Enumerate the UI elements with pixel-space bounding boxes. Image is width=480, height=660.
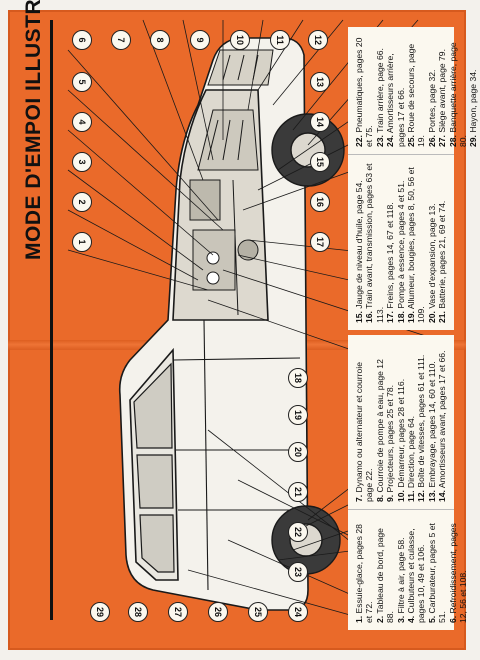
callout-12: 12 [308,30,328,50]
legend-item: 14. Amortisseurs avant, pages 17 et 66. [437,350,448,502]
callout-1: 1 [72,232,92,252]
rear-window [139,514,175,573]
callout-22: 22 [288,522,308,542]
legend-item: 18. Pompe à essence, pages 4 et 51. [395,180,406,323]
side-window-rear [136,454,174,509]
callout-4: 4 [72,112,92,132]
callout-7: 7 [111,30,131,50]
legend-item: 28. Banquette arrière, page 80. [447,42,469,147]
callout-10: 10 [230,30,250,50]
legend-item: 2. Tableau de bord, page 88. [374,528,396,623]
legend-column-1: 1. Essuie-glace, pages 28 et 72. 2. Tabl… [348,510,468,630]
callout-11: 11 [270,30,290,50]
legend-item: 1. Essuie-glace, pages 28 et 72. [354,524,375,623]
legend-item: 21. Batterie, pages 21, 69 et 74. [437,200,448,323]
legend-item: 13. Embrayage, pages 14, 60 et 110. [426,361,437,502]
legend-item: 23. Train arrière, page 66. [374,48,385,147]
legend-item: 9. Projecteurs, pages 25 et 78. [385,384,396,502]
legend-item: 17. Freins, pages 14, 67 et 118. [385,202,396,323]
rotated-content: MODE D'EMPOI ILLUSTRÉ [8,0,478,650]
callout-6: 6 [72,30,92,50]
callout-29: 29 [90,602,110,622]
legend-item: 29. Hayon, page 34. [468,69,479,147]
callout-15: 15 [310,152,330,172]
legend-item: 26. Portes, page 32. [426,69,437,147]
callout-21: 21 [288,482,308,502]
legend-item: 20. Vase d'expansion, page 13. [426,203,437,323]
legend-item: 7. Dynamo ou alternateur et courroie pag… [354,362,375,502]
legend-item: 3. Filtre à air, page 58. [395,537,406,623]
legend-column-2: 7. Dynamo ou alternateur et courroie pag… [348,335,454,510]
callout-13: 13 [310,72,330,92]
legend-item: 22. Pneumatiques, pages 20 et 75. [354,37,375,147]
legend-item: 16. Train avant, transmission, pages 63 … [364,163,385,323]
callout-26: 26 [208,602,228,622]
callout-5: 5 [72,72,92,92]
callout-17: 17 [310,232,330,252]
legend-item: 27. Siège avant, page 79. [437,49,448,147]
callout-23: 23 [288,562,308,582]
callout-3: 3 [72,152,92,172]
callout-16: 16 [310,192,330,212]
callout-28: 28 [128,602,148,622]
legend-item: 19. Allumeur, bougies, pages 8, 50, 56 e… [406,167,427,323]
callout-9: 9 [190,30,210,50]
legend-item: 24. Amortisseurs arrière, pages 17 et 66… [385,53,406,147]
callout-27: 27 [168,602,188,622]
callout-18: 18 [288,368,308,388]
legend-column-3: 15. Jauge de niveau d'huile, page 54. 16… [348,155,454,330]
orange-brochure-spread: MODE D'EMPOI ILLUSTRÉ [8,0,478,650]
legend-item: 8. Courroie de pompe à eau, page 12 [374,359,385,502]
callout-25: 25 [248,602,268,622]
legend-item: 25. Roue de secours, page 19. [406,43,427,147]
legend-item: 15. Jauge de niveau d'huile, page 54. [354,180,364,323]
side-window-front [133,362,173,449]
legend-item: 6. Refroidissement, pages 12, 56 et 108. [447,523,469,623]
callout-8: 8 [150,30,170,50]
legend-item: 12. Boîte de vitesses, pages 61 et 111. [416,354,427,502]
callout-14: 14 [310,112,330,132]
legend-item: 5. Carburateur, pages 5 et 51. [426,523,448,623]
callout-20: 20 [288,442,308,462]
legend-column-4: 22. Pneumatiques, pages 20 et 75. 23. Tr… [348,27,478,155]
legend-item: 4. Culbuteurs et culasse, pages 10, 49 e… [406,528,427,623]
car-cutaway-illustration [67,19,439,621]
legend-item: 10. Démarreur, pages 28 et 116. [395,378,406,502]
callout-24: 24 [288,602,308,622]
callout-19: 19 [288,405,308,425]
callout-2: 2 [72,192,92,212]
legend-item: 11. Direction, page 64. [406,415,417,502]
